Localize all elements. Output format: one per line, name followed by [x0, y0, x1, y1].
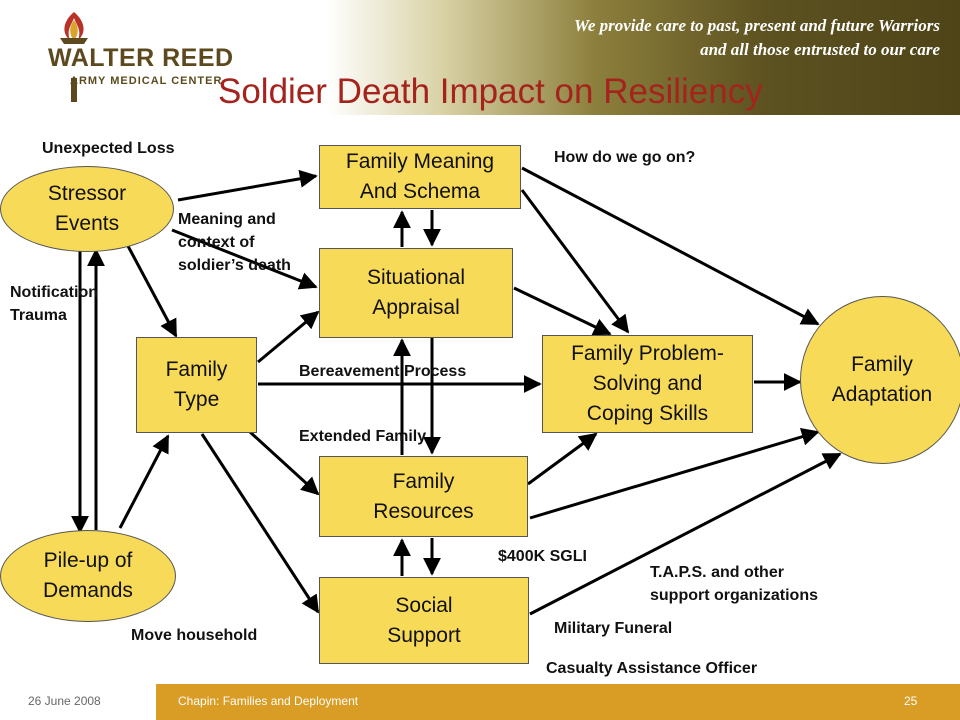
- footer-date: 26 June 2008: [28, 694, 101, 708]
- label-notification-trauma: Notification Trauma: [10, 284, 98, 324]
- logo-text-walter-reed: WALTER REED: [48, 44, 234, 72]
- arrow-pileup-to-family-type: [118, 434, 170, 529]
- tagline-line-2: and all those entrusted to our care: [700, 40, 940, 59]
- arrow-resources-to-problem: [527, 432, 598, 486]
- arrow-stressor-to-family-type: [126, 245, 178, 338]
- slide-title: Soldier Death Impact on Resiliency: [218, 72, 763, 111]
- footer-bar: [156, 684, 960, 720]
- arrow-family-type-to-appraisal: [257, 310, 320, 364]
- label-meaning-context: Meaning and context of soldier’s death: [178, 211, 291, 274]
- arrow-stressor-to-meaning: [177, 169, 318, 202]
- arrow-appraisal-to-problem: [513, 286, 612, 336]
- label-taps: T.A.P.S. and other support organizations: [650, 564, 818, 604]
- arrow-social-to-adaptation: [529, 452, 842, 616]
- footer-page-number: 25: [904, 694, 918, 708]
- logo-text-army-medical-center: ARMY MEDICAL CENTER: [70, 75, 223, 87]
- label-move-household: Move household: [131, 627, 258, 644]
- label-how-do-we-go-on: How do we go on?: [554, 149, 696, 166]
- arrow-meaning-to-problem: [520, 189, 630, 334]
- walter-reed-logo: [60, 12, 88, 102]
- arrow-meaning-to-adaptation: [521, 166, 820, 326]
- arrow-family-type-to-resources: [248, 430, 320, 496]
- arrow-resources-to-adaptation: [529, 428, 820, 520]
- arrow-stressor-to-appraisal: [171, 228, 318, 290]
- label-bereavement-process: Bereavement Process: [299, 363, 467, 380]
- arrow-family-type-to-social: [200, 433, 320, 614]
- header-banner: [0, 0, 960, 115]
- label-sgli: $400K SGLI: [498, 548, 587, 565]
- footer-presenter: Chapin: Families and Deployment: [178, 694, 359, 708]
- label-unexpected-loss: Unexpected Loss: [42, 140, 175, 157]
- label-extended-family: Extended Family: [299, 428, 427, 445]
- tagline-line-1: We provide care to past, present and fut…: [574, 16, 940, 35]
- label-military-funeral: Military Funeral: [554, 620, 673, 637]
- tagline: We provide care to past, present and fut…: [460, 14, 940, 62]
- label-casualty-assistance-officer: Casualty Assistance Officer: [546, 660, 758, 677]
